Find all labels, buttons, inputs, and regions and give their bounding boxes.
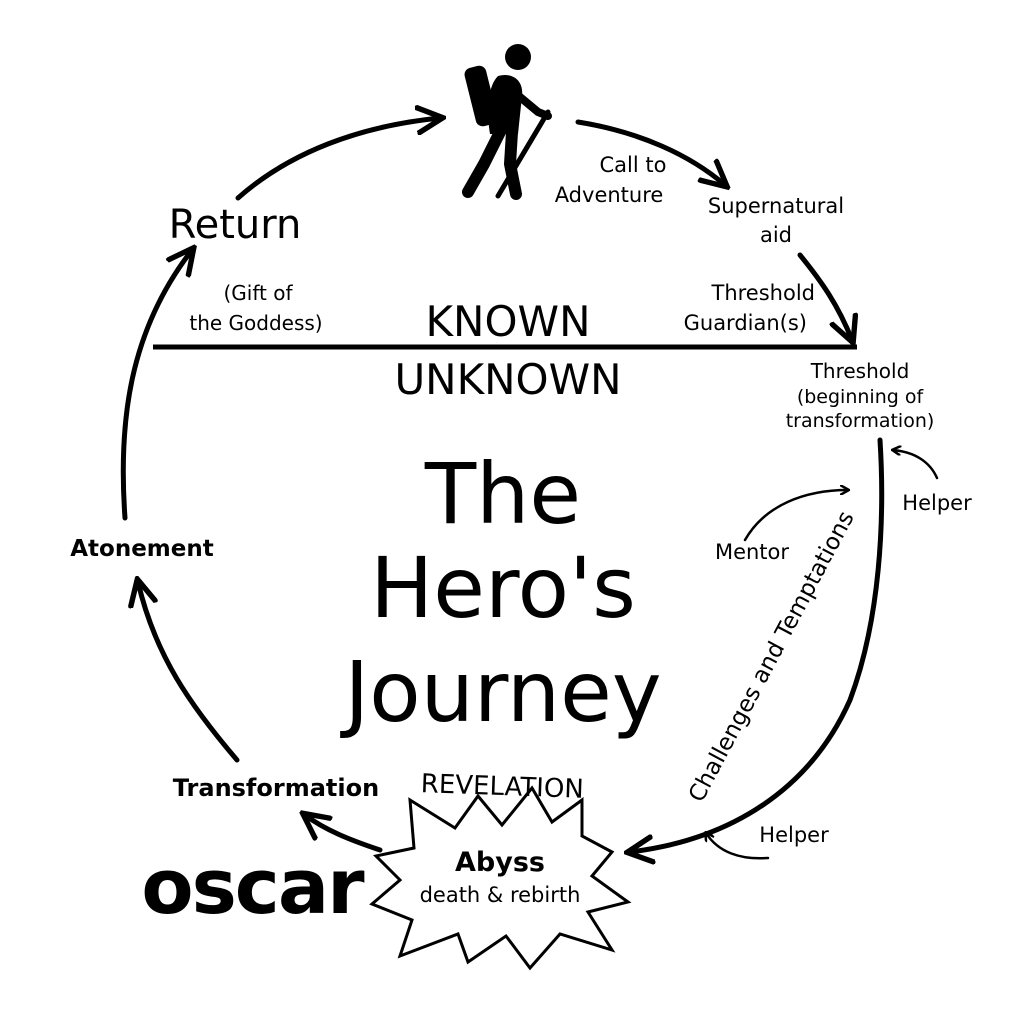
label-unknown: UNKNOWN [394, 355, 621, 404]
label-mentor: Mentor [715, 540, 789, 564]
label-known: KNOWN [426, 297, 591, 346]
label-threshold-3: transformation) [786, 410, 935, 432]
label-gift-of-goddess-2: the Goddess) [189, 311, 322, 335]
label-supernatural-aid-2: aid [760, 223, 792, 247]
arrow-helper-top [893, 450, 939, 480]
label-gift-of-goddess-1: (Gift of [223, 281, 293, 305]
label-return: Return [169, 202, 302, 248]
helper-arrows [706, 450, 939, 860]
arrow-return-to-hero [235, 118, 440, 201]
arrow-threshold-to-abyss [630, 437, 885, 852]
abyss-starburst [369, 785, 632, 971]
hiker-icon [462, 44, 552, 200]
label-abyss-subtitle: death & rebirth [420, 883, 581, 907]
arrow-mentor [743, 490, 848, 542]
label-threshold-guardian-2: Guardian(s) [684, 311, 807, 335]
label-atonement: Atonement [70, 536, 214, 562]
cycle-arrows [120, 118, 885, 853]
label-call-to-adventure-2: Adventure [555, 183, 664, 207]
label-helper-top: Helper [902, 491, 972, 515]
label-transformation: Transformation [173, 774, 379, 802]
label-abyss: Abyss [455, 847, 545, 878]
title-line-heros: Hero's [370, 539, 636, 637]
label-call-to-adventure-1: Call to [600, 153, 667, 177]
arrow-hero-to-supernatural [575, 119, 725, 185]
oscar-logo: oscar [141, 842, 365, 931]
arrow-helper-bottom [706, 833, 770, 860]
title-line-journey: Journey [339, 643, 661, 741]
arrow-supernatural-to-threshold [797, 252, 852, 340]
label-threshold-2: (beginning of [797, 386, 925, 408]
arrow-abyss-to-transformation [305, 815, 383, 853]
arrow-atonement-to-return [120, 250, 192, 521]
title-line-the: The [424, 445, 581, 543]
label-helper-bottom: Helper [759, 823, 829, 847]
label-threshold-guardian-1: Threshold [711, 281, 816, 305]
label-supernatural-aid-1: Supernatural [708, 194, 844, 218]
label-threshold-1: Threshold [810, 359, 910, 383]
label-revelation: REVELATION [420, 769, 584, 805]
arrow-transformation-to-atonement [138, 582, 240, 763]
